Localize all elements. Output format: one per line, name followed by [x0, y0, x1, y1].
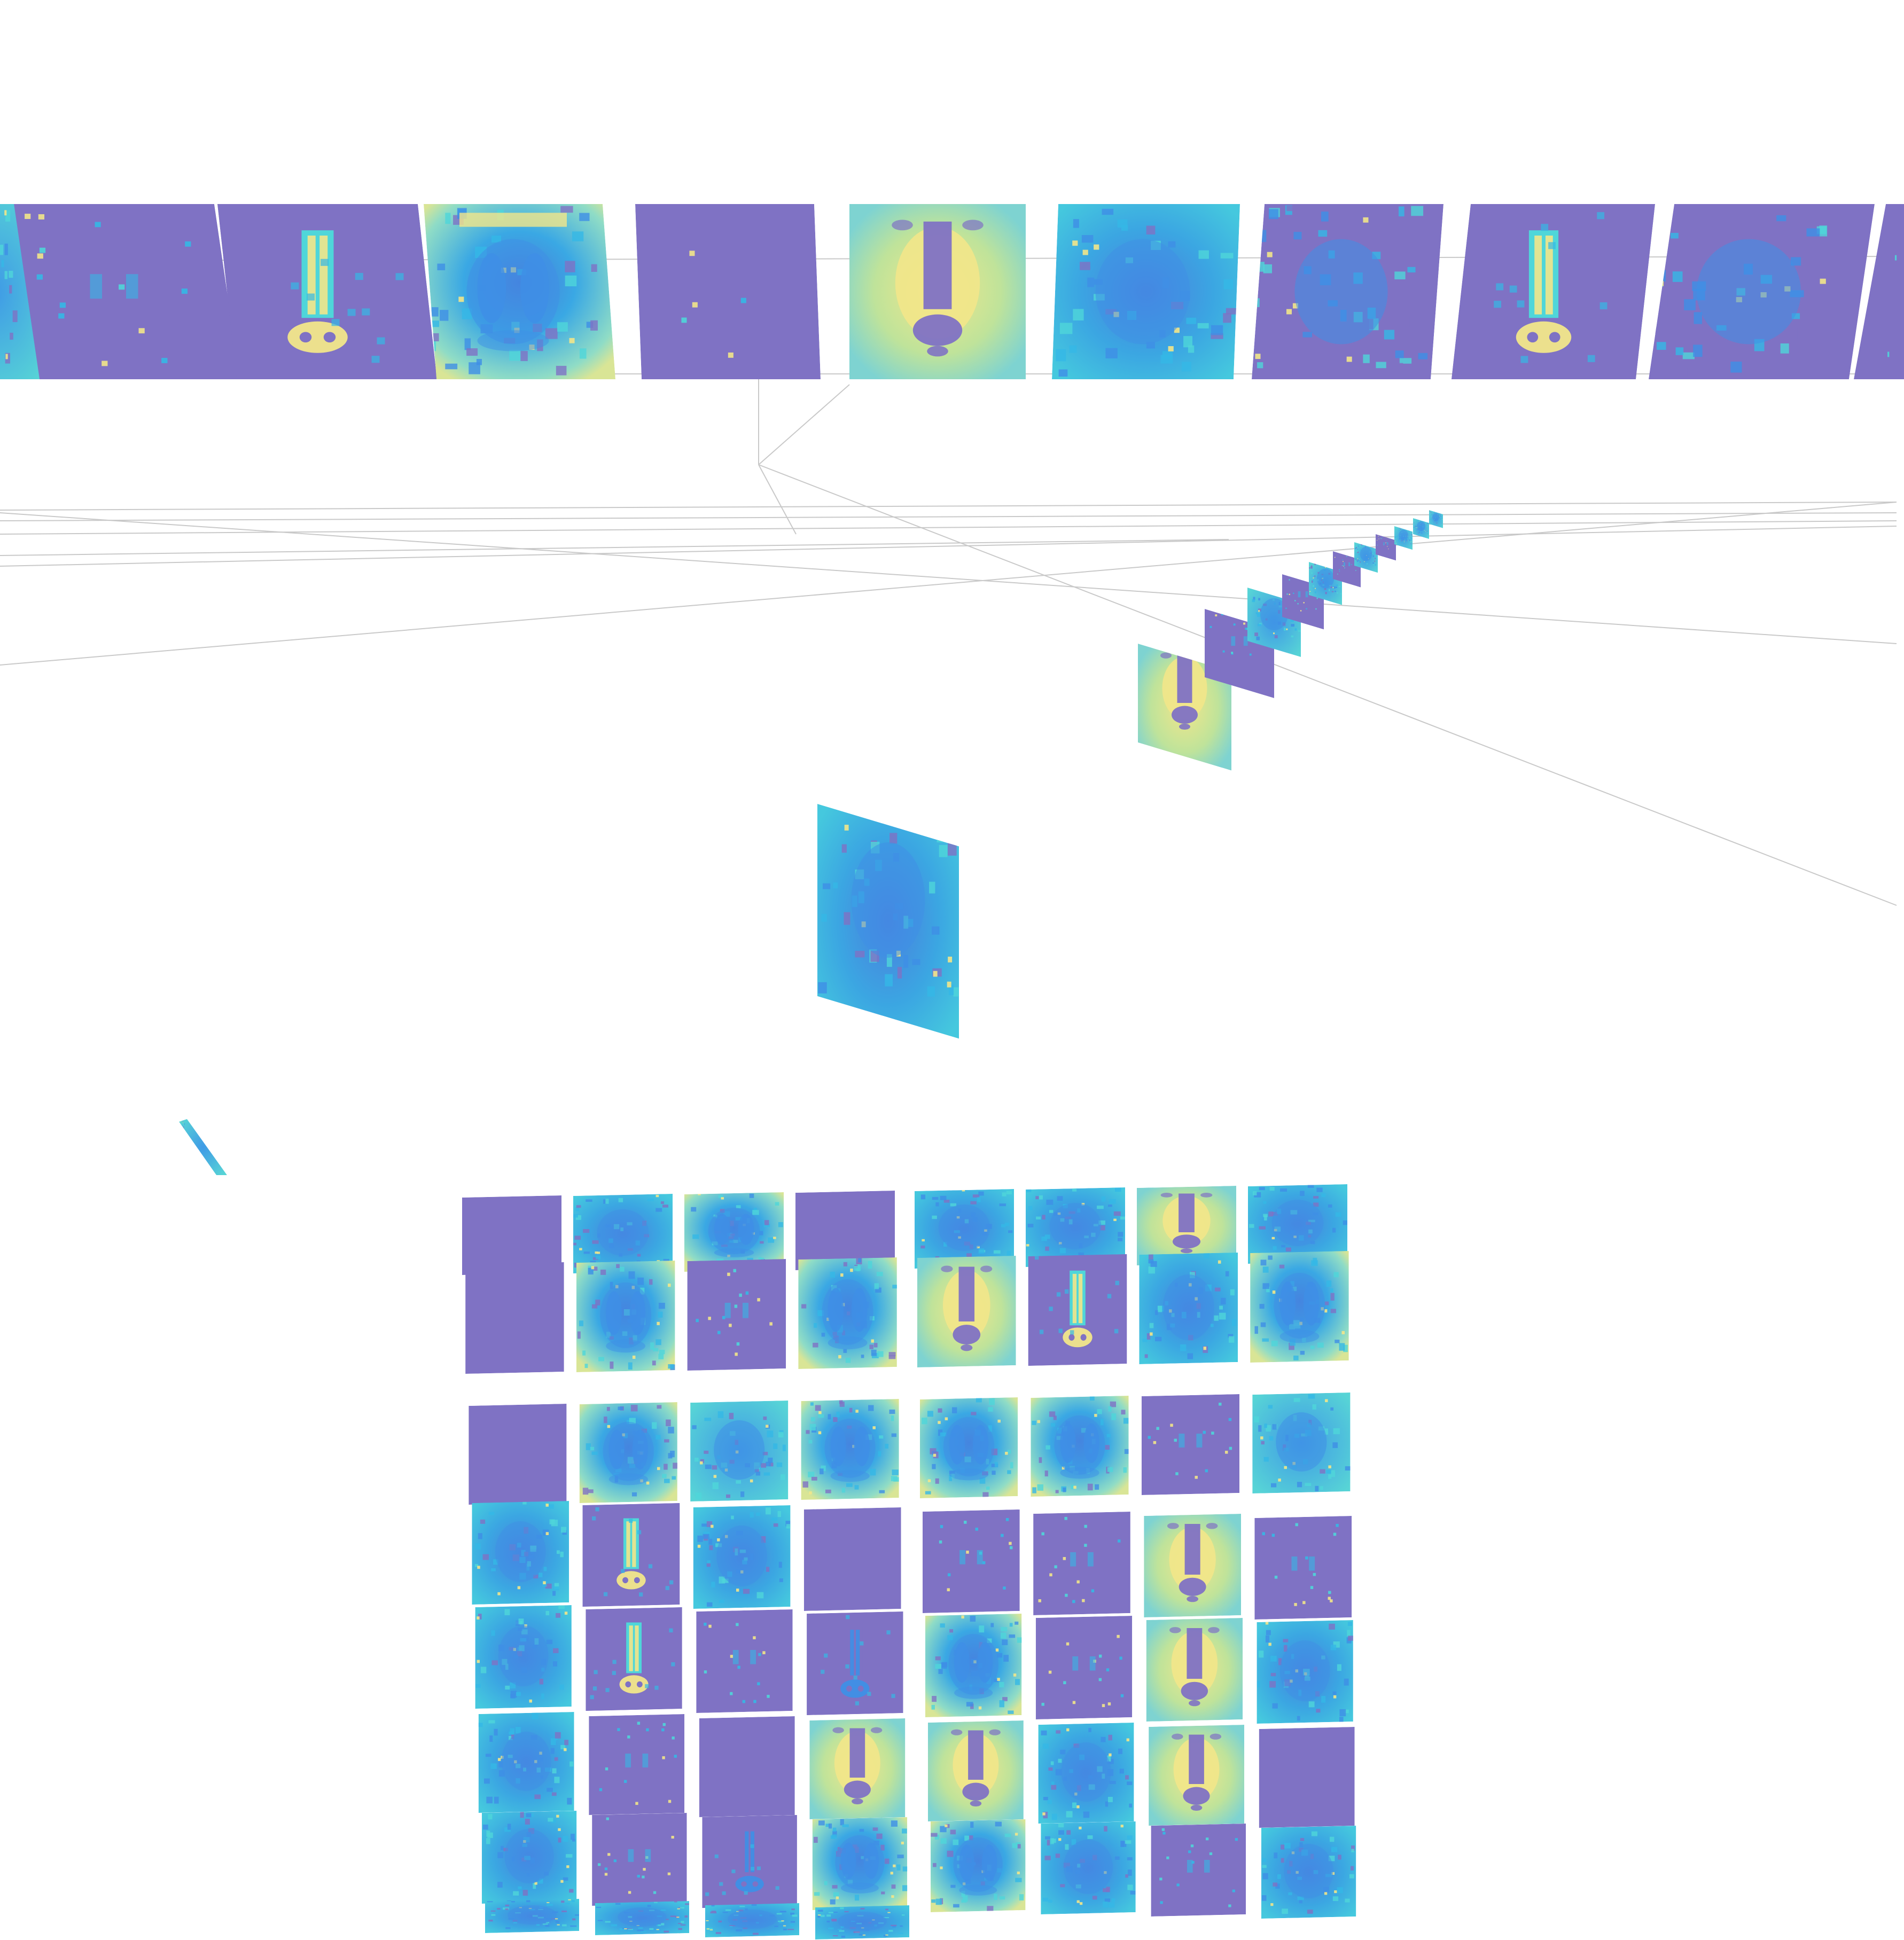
grid-cell-r4-c3 [693, 1505, 791, 1609]
grid-cell-r2-c3 [687, 1259, 786, 1371]
top-feature-map-8 [1252, 204, 1443, 379]
top-feature-map-5 [635, 204, 821, 379]
grid-cell-r1-c1 [462, 1195, 561, 1275]
stack-feature-map-12 [1429, 510, 1443, 528]
grid-cell-r6-c2 [589, 1714, 685, 1815]
grid-cell-r2-c6 [1028, 1254, 1127, 1366]
grid-cell-r6-c7 [1149, 1725, 1244, 1826]
grid-cell-r5-c4 [807, 1612, 903, 1715]
grid-cell-r8-c2 [595, 1901, 689, 1935]
grid-cell-r3-c3 [690, 1401, 789, 1501]
feature-map-grid [462, 1184, 1356, 1939]
grid-cell-r5-c8 [1257, 1620, 1353, 1724]
grid-cell-r4-c8 [1254, 1516, 1352, 1620]
grid-cell-r5-c1 [475, 1605, 572, 1709]
stack-feature-map-9 [1376, 534, 1396, 561]
grid-cell-r5-c6 [1035, 1616, 1133, 1719]
grid-cell-r3-c5 [920, 1397, 1018, 1498]
grid-cell-r7-c1 [481, 1811, 577, 1904]
grid-cell-r2-c2 [576, 1261, 675, 1372]
grid-cell-r7-c4 [812, 1817, 908, 1910]
top-feature-map-10 [1649, 204, 1875, 379]
grid-cell-r5-c5 [925, 1614, 1022, 1717]
receding-feature-map-stack [179, 510, 1443, 1175]
grid-cell-r7-c2 [592, 1813, 687, 1906]
top-feature-map-4 [424, 204, 615, 379]
side-feature-map [179, 1119, 227, 1175]
top-feature-map-3 [217, 204, 437, 379]
grid-cell-r2-c7 [1139, 1253, 1238, 1364]
grid-cell-r1-c8 [1248, 1184, 1347, 1264]
grid-cell-r2-c5 [917, 1256, 1016, 1367]
grid-cell-r6-c6 [1038, 1723, 1134, 1824]
grid-cell-r1-c6 [1026, 1187, 1125, 1267]
grid-cell-r6-c4 [809, 1718, 906, 1819]
stack-feature-map-10 [1394, 526, 1413, 550]
grid-cell-r2-c1 [465, 1262, 564, 1374]
grid-cell-r7-c5 [931, 1819, 1026, 1912]
top-feature-map-9 [1452, 204, 1655, 379]
grid-cell-r7-c7 [1151, 1824, 1246, 1916]
top-feature-map-6 [849, 204, 1026, 379]
top-feature-map-7 [1052, 204, 1240, 379]
grid-cell-r5-c3 [696, 1609, 793, 1713]
stack-feature-map-1 [817, 804, 959, 1039]
grid-cell-r2-c8 [1250, 1251, 1349, 1363]
grid-cell-r4-c5 [923, 1509, 1020, 1613]
top-feature-map-row [0, 204, 1904, 379]
grid-cell-r5-c7 [1146, 1618, 1243, 1722]
grid-cell-r5-c2 [586, 1607, 682, 1711]
grid-cell-r4-c2 [582, 1503, 680, 1607]
top-feature-map-2 [14, 204, 240, 379]
grid-cell-r3-c6 [1031, 1396, 1129, 1497]
stack-feature-map-11 [1413, 518, 1429, 539]
stack-feature-map-8 [1354, 542, 1378, 573]
grid-cell-r8-c1 [485, 1899, 579, 1933]
stack-feature-map-7 [1333, 551, 1361, 588]
grid-cell-r6-c3 [699, 1716, 795, 1817]
grid-cell-r7-c6 [1041, 1821, 1136, 1914]
grid-cell-r3-c4 [801, 1399, 899, 1500]
grid-cell-r1-c3 [684, 1192, 784, 1272]
grid-cell-r3-c7 [1141, 1394, 1239, 1495]
grid-cell-r6-c8 [1259, 1727, 1355, 1828]
grid-cell-r7-c8 [1261, 1826, 1356, 1919]
grid-cell-r1-c4 [795, 1191, 895, 1270]
grid-cell-r6-c5 [928, 1720, 1024, 1821]
grid-cell-r8-c3 [705, 1903, 799, 1937]
grid-cell-r7-c3 [702, 1815, 797, 1908]
grid-cell-r4-c7 [1144, 1514, 1241, 1617]
grid-cell-r2-c4 [798, 1257, 897, 1369]
grid-cell-r6-c1 [478, 1712, 574, 1813]
grid-cell-r4-c4 [803, 1507, 901, 1611]
grid-cell-r1-c7 [1137, 1186, 1236, 1265]
grid-cell-r3-c1 [469, 1404, 567, 1505]
grid-cell-r3-c2 [579, 1402, 677, 1503]
grid-cell-r4-c6 [1033, 1512, 1130, 1615]
grid-cell-r3-c8 [1252, 1393, 1351, 1493]
grid-cell-r8-c4 [815, 1905, 909, 1939]
grid-cell-r4-c1 [472, 1501, 569, 1605]
